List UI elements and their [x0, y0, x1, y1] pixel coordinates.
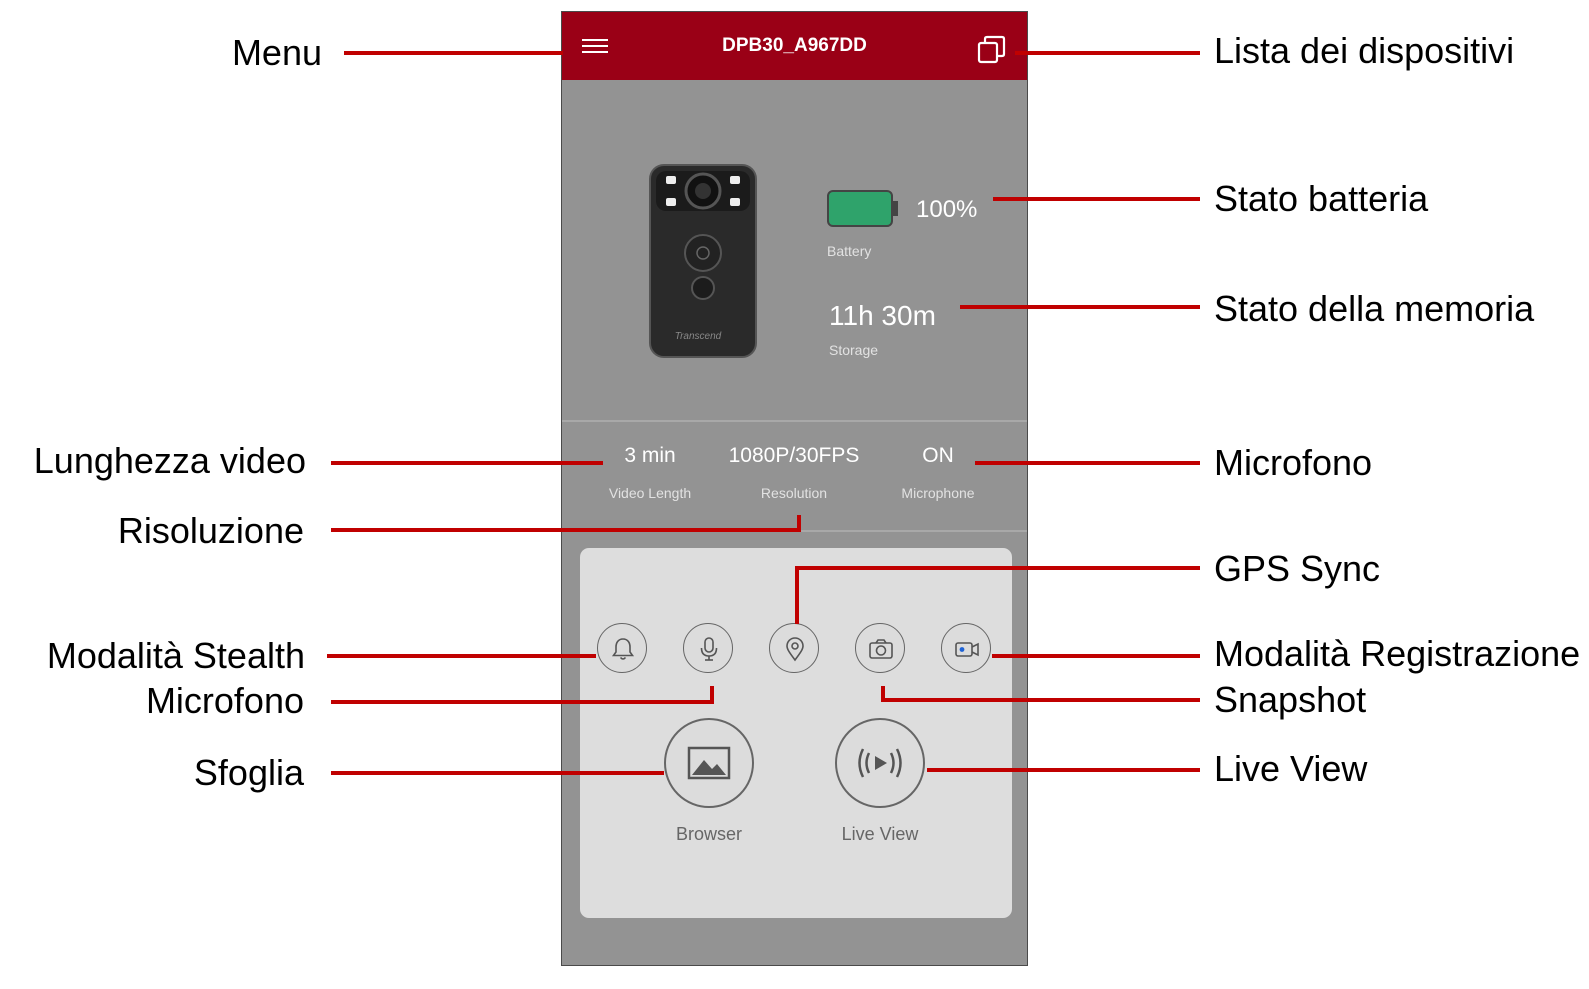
microphone-toggle-callout-line: [331, 686, 714, 704]
body-camera-image: Transcend: [648, 163, 758, 364]
camera-icon: [869, 639, 893, 659]
snapshot-button[interactable]: [855, 623, 905, 673]
browser-label: Browser: [675, 824, 742, 844]
gps-callout-line: [795, 566, 1200, 624]
callout-resolution: Risoluzione: [117, 510, 304, 551]
live-broadcast-icon: [858, 748, 902, 778]
callout-storage: Stato della memoria: [1214, 288, 1535, 329]
top-bar: DPB30_A967DD: [562, 12, 1027, 80]
live-view-button[interactable]: [835, 718, 925, 808]
gps-sync-button[interactable]: [769, 623, 819, 673]
callout-device-list: Lista dei dispositivi: [1214, 30, 1515, 71]
app-screen: DPB30_A967DD Tr: [561, 11, 1028, 966]
bell-icon: [611, 638, 635, 660]
resolution-setting[interactable]: 1080P/30FPS Resolution: [714, 444, 874, 501]
callout-gps: GPS Sync: [1214, 548, 1381, 589]
svg-text:Transcend: Transcend: [675, 331, 722, 342]
resolution-label: Resolution: [760, 485, 828, 501]
microphone-icon: [700, 637, 718, 661]
callout-liveview: Live View: [1214, 748, 1368, 789]
resolution-callout-line: [331, 515, 801, 532]
callout-video-length: Lunghezza video: [33, 440, 306, 481]
storage-label: Storage: [829, 342, 879, 358]
status-panel: Transcend 100% Battery 11h 30m Storage: [562, 80, 1027, 422]
device-name: DPB30_A967DD: [722, 35, 867, 56]
image-gallery-icon: [687, 746, 731, 780]
device-list-icon[interactable]: [977, 35, 1007, 65]
stealth-mode-button[interactable]: [597, 623, 647, 673]
callout-battery: Stato batteria: [1214, 178, 1429, 219]
microphone-setting[interactable]: ON Microphone: [858, 444, 1018, 501]
video-length-value: 3 min: [624, 444, 676, 467]
microphone-value: ON: [922, 444, 954, 467]
microphone-toggle-button[interactable]: [683, 623, 733, 673]
video-length-label: Video Length: [608, 485, 692, 501]
settings-row: 3 min Video Length 1080P/30FPS Resolutio…: [562, 422, 1027, 532]
battery-icon: [827, 190, 898, 227]
record-mode-button[interactable]: [941, 623, 991, 673]
map-pin-icon: [786, 637, 804, 662]
callout-browse: Sfoglia: [193, 752, 304, 793]
menu-icon[interactable]: [580, 35, 610, 57]
battery-label: Battery: [827, 243, 872, 259]
battery-level: 100%: [916, 196, 978, 223]
callout-menu: Menu: [231, 32, 322, 73]
callout-snapshot: Snapshot: [1214, 679, 1367, 720]
browser-button[interactable]: [664, 718, 754, 808]
snapshot-callout-line: [881, 686, 1200, 702]
video-length-setting[interactable]: 3 min Video Length: [570, 444, 730, 501]
callout-microphone-status: Microfono: [1214, 442, 1373, 483]
live-view-label: Live View: [841, 824, 919, 844]
video-record-icon: [955, 642, 979, 657]
storage-remaining: 11h 30m: [829, 300, 936, 331]
microphone-label: Microphone: [901, 485, 975, 501]
callout-record-mode: Modalità Registrazione: [1214, 633, 1581, 674]
callout-stealth: Modalità Stealth: [46, 635, 305, 676]
callout-microphone-toggle: Microfono: [145, 680, 304, 721]
resolution-value: 1080P/30FPS: [728, 444, 860, 467]
